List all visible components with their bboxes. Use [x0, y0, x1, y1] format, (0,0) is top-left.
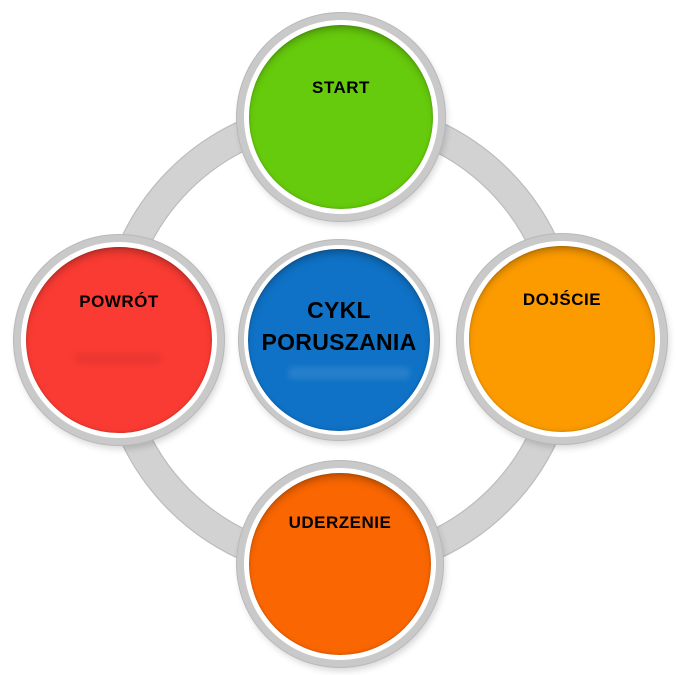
node-uderzenie-circle — [249, 473, 431, 655]
node-center: CYKL PORUSZANIA — [239, 240, 439, 440]
node-powrot: POWRÓT — [14, 235, 224, 445]
node-start: START — [237, 13, 445, 221]
node-uderzenie-label: UDERZENIE — [288, 513, 392, 532]
node-dojscie-circle — [469, 246, 655, 432]
node-center-label: CYKL PORUSZANIA — [261, 297, 417, 355]
node-powrot-circle — [26, 247, 212, 433]
node-uderzenie: UDERZENIE — [237, 461, 443, 667]
node-start-circle — [249, 25, 433, 209]
node-start-label: START — [312, 78, 370, 97]
node-powrot-label: POWRÓT — [79, 292, 159, 311]
node-center-circle — [248, 249, 430, 431]
node-dojscie-label: DOJŚCIE — [522, 290, 602, 309]
node-dojscie: DOJŚCIE — [457, 234, 667, 444]
